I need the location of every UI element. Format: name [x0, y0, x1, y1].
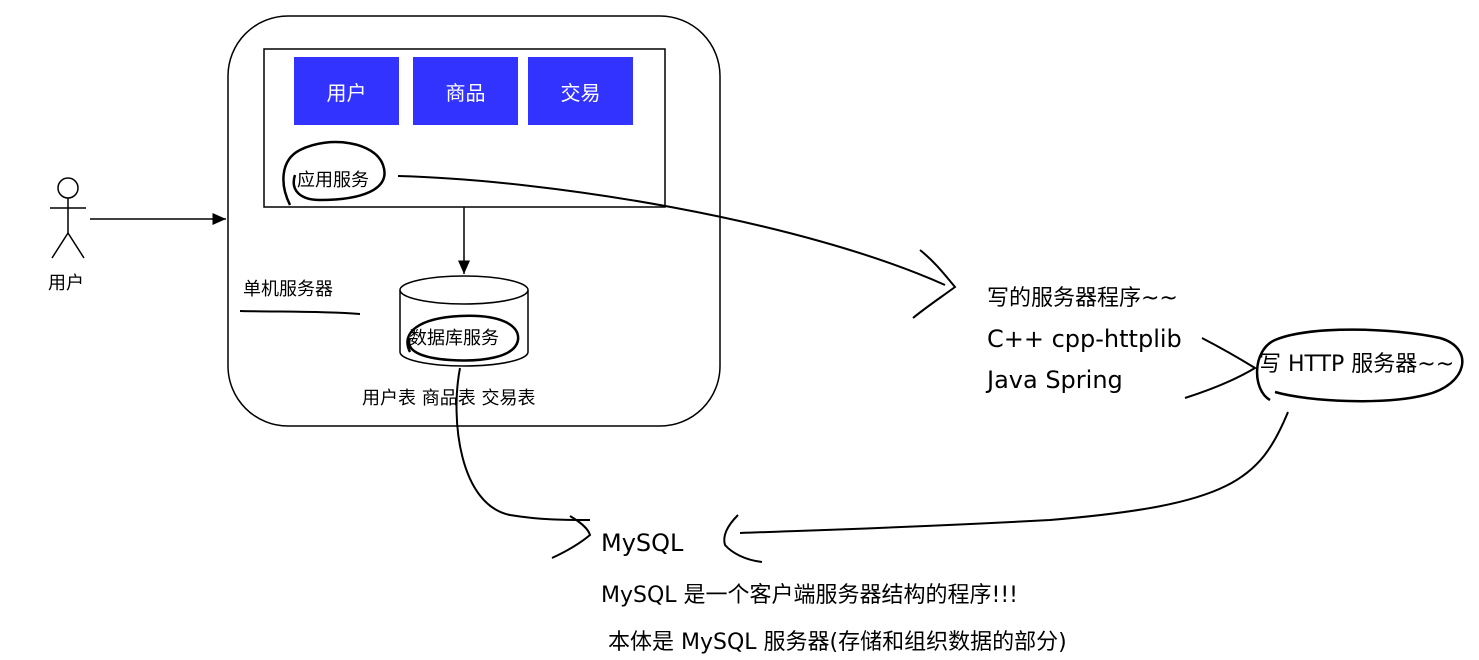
module-product-box: 商品 — [413, 57, 518, 125]
db-service-label: 数据库服务 — [409, 328, 499, 349]
module-user-label: 用户 — [326, 80, 367, 105]
mysql-right-bracket — [723, 514, 763, 563]
note-mysql-desc: MySQL 是一个客户端服务器结构的程序!!! — [601, 583, 1018, 608]
note-server-program: 写的服务器程序~~ — [987, 286, 1178, 311]
http-bracket — [1184, 337, 1257, 399]
http-server-circle — [1255, 328, 1464, 403]
tables-label: 用户表 商品表 交易表 — [362, 388, 536, 409]
module-trade-box: 交易 — [528, 57, 633, 125]
server-box — [227, 15, 721, 427]
user-label: 用户 — [48, 273, 84, 294]
module-trade-label: 交易 — [560, 80, 601, 105]
server-label: 单机服务器 — [243, 279, 333, 300]
db-to-mysql-curve — [455, 367, 591, 521]
note-java-framework: Java Spring — [987, 366, 1123, 394]
app-service-label: 应用服务 — [297, 170, 369, 191]
module-user-box: 用户 — [294, 57, 399, 125]
note-cpp-lib: C++ cpp-httplib — [987, 325, 1182, 353]
note-http-server: 写 HTTP 服务器~~ — [1259, 352, 1455, 377]
http-to-mysql-curve — [739, 411, 1289, 534]
mysql-left-bracket — [551, 515, 592, 559]
note-mysql: MySQL — [601, 529, 684, 557]
user-figure-icon — [50, 177, 86, 259]
program-bracket — [912, 249, 957, 319]
app-to-program-curve — [397, 175, 946, 286]
db-service-circle — [406, 314, 520, 362]
database-cylinder-icon — [399, 275, 529, 367]
server-label-underline — [239, 310, 361, 315]
note-mysql-body: 本体是 MySQL 服务器(存储和组织数据的部分) — [608, 630, 1067, 655]
app-service-circle — [282, 140, 386, 206]
module-product-label: 商品 — [445, 80, 486, 105]
